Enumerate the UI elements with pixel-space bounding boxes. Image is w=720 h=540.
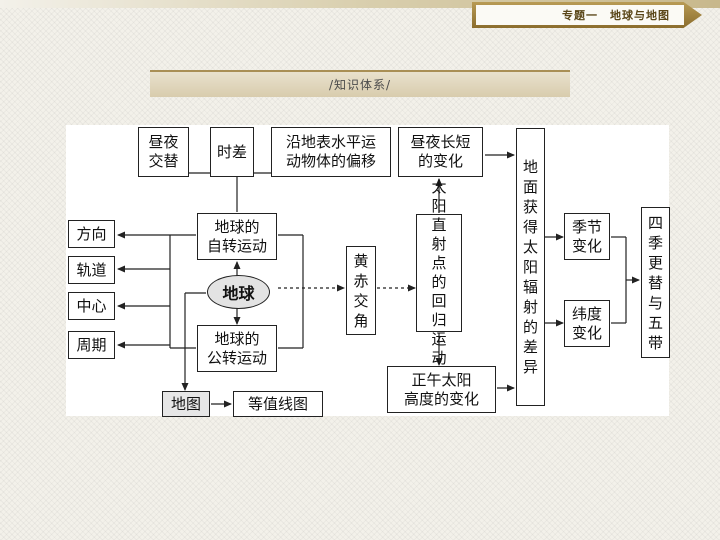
header-topic: 专题一 bbox=[562, 9, 598, 22]
box-period: 周期 bbox=[68, 331, 115, 359]
box-seasonal: 季节变化 bbox=[564, 213, 610, 260]
box-orbit: 轨道 bbox=[68, 256, 115, 284]
box-latitude: 纬度变化 bbox=[564, 300, 610, 347]
section-title: /知识体系/ bbox=[150, 70, 570, 97]
box-map: 地图 bbox=[162, 391, 210, 417]
box-center: 中心 bbox=[68, 292, 115, 320]
box-revolution: 地球的公转运动 bbox=[197, 325, 277, 372]
top-accent-bar bbox=[0, 0, 720, 8]
box-ecliptic: 黄赤交角 bbox=[346, 246, 376, 335]
box-time-difference: 时差 bbox=[210, 127, 254, 177]
header-banner: 专题一 地球与地图 bbox=[472, 2, 702, 28]
box-contour-map: 等值线图 bbox=[233, 391, 323, 417]
box-rotation: 地球的自转运动 bbox=[197, 213, 277, 260]
box-solar-radiation: 地面获得太阳辐射的差异 bbox=[516, 128, 545, 406]
box-direction: 方向 bbox=[68, 220, 115, 248]
header-title: 地球与地图 bbox=[610, 9, 670, 22]
box-deflection: 沿地表水平运动物体的偏移 bbox=[271, 127, 391, 177]
header-banner-inner: 专题一 地球与地图 bbox=[476, 5, 684, 25]
ellipse-earth: 地球 bbox=[207, 275, 270, 309]
box-seasons-zones: 四季更替与五带 bbox=[641, 207, 670, 358]
box-day-length: 昼夜长短的变化 bbox=[398, 127, 483, 177]
box-subsolar: 太阳直射点的回归运动 bbox=[416, 178, 462, 367]
box-day-night: 昼夜交替 bbox=[138, 127, 189, 177]
box-noon-altitude: 正午太阳高度的变化 bbox=[387, 366, 496, 413]
knowledge-diagram: 昼夜交替 时差 沿地表水平运动物体的偏移 昼夜长短的变化 地面获得太阳辐射的差异… bbox=[66, 125, 670, 417]
